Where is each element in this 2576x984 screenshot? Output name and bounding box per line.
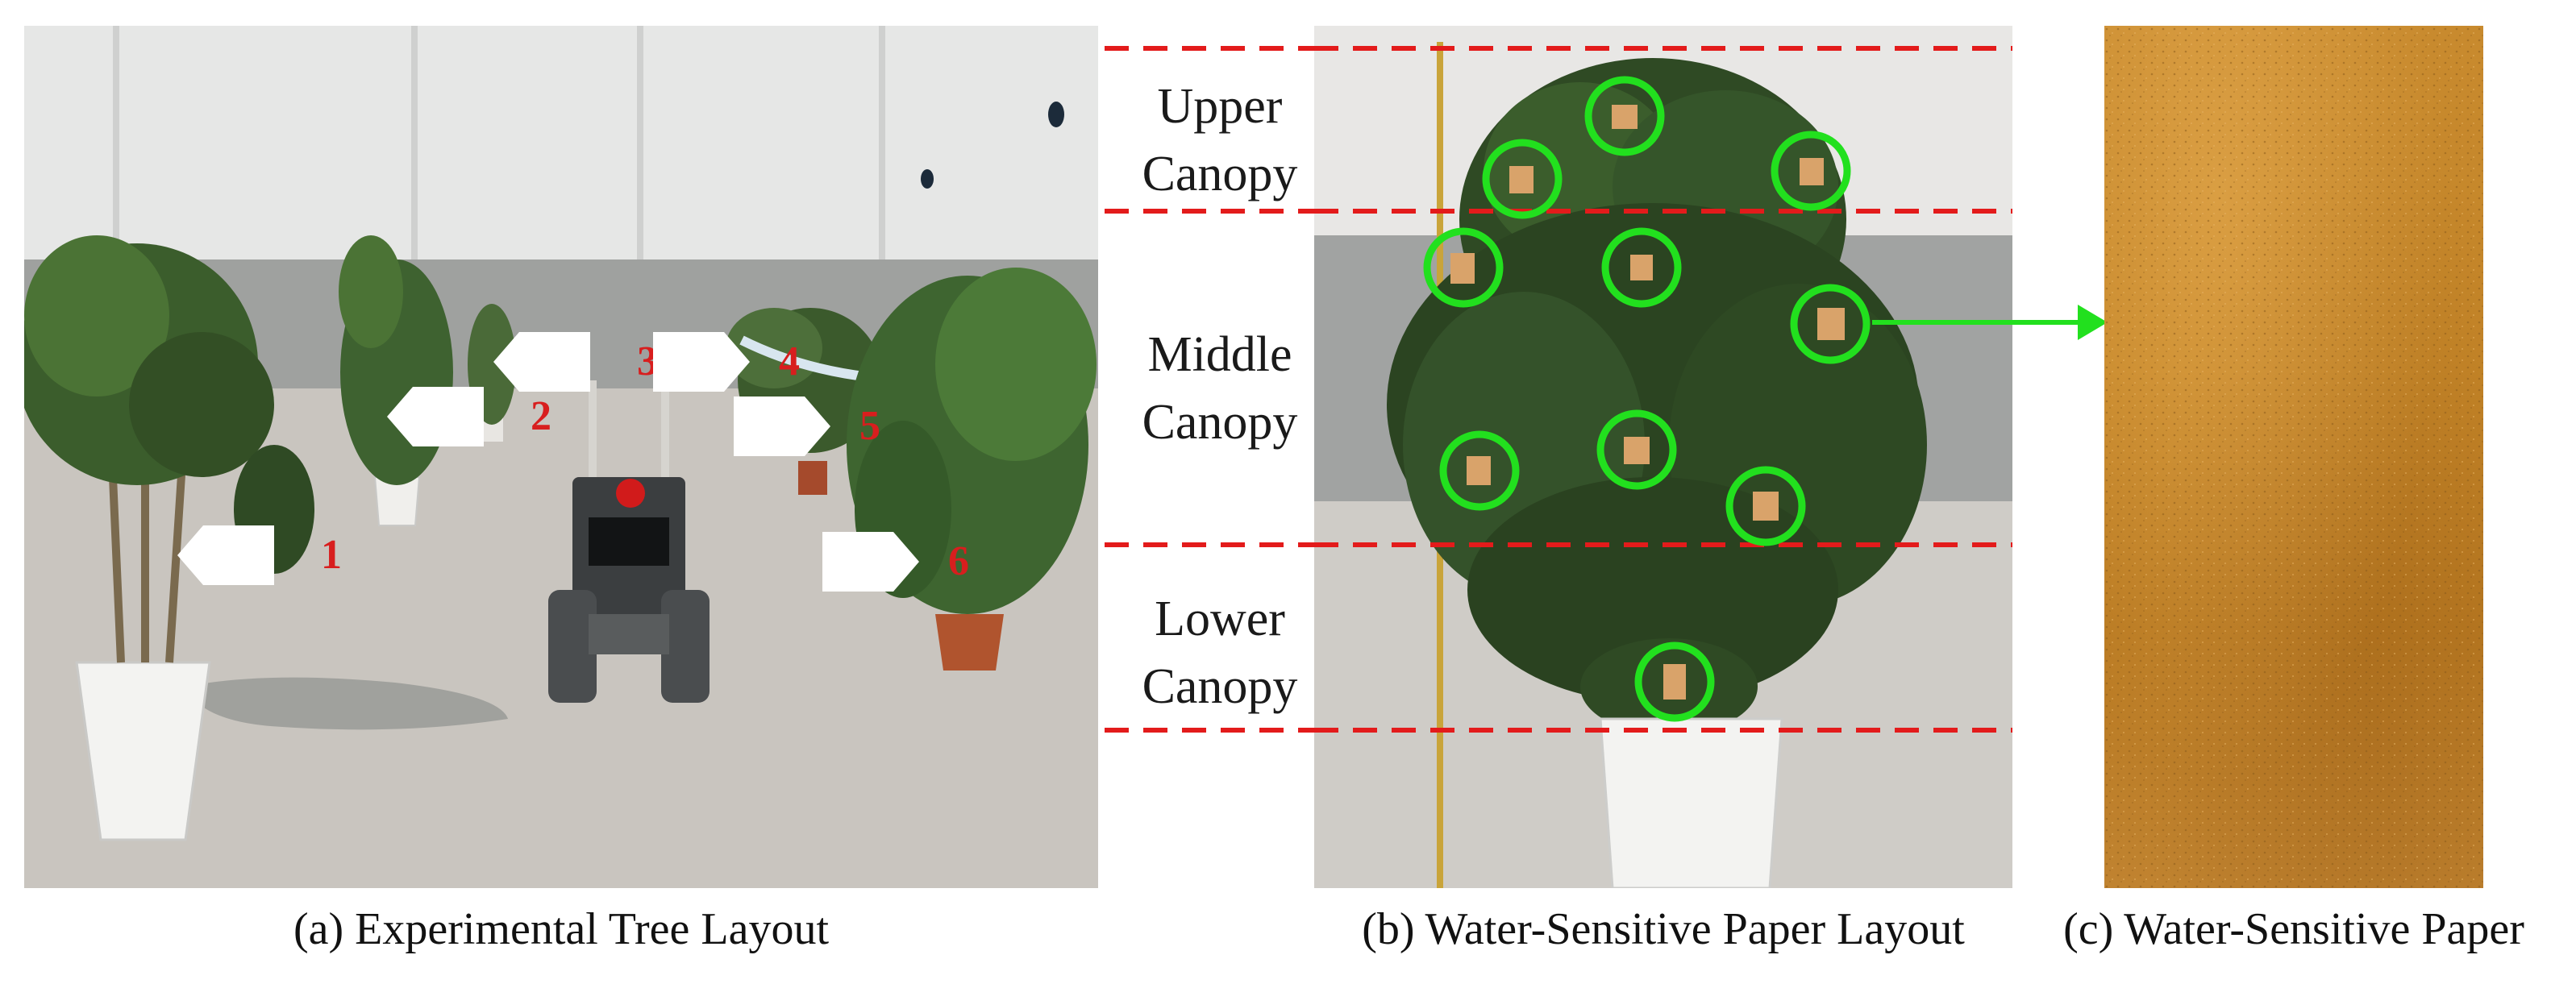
canopy-tree-scene xyxy=(1314,26,2012,888)
green-arrow-to-paper xyxy=(1872,305,2108,340)
caption-a: (a) Experimental Tree Layout xyxy=(293,904,829,954)
water-sensitive-paper-layout-photo xyxy=(1314,26,2012,888)
lower-canopy-label: Lower Canopy xyxy=(1142,592,1298,714)
upper-canopy-label: Upper Canopy xyxy=(1142,79,1298,201)
tree-marker-6: 6 xyxy=(822,532,969,592)
sprayer-robot xyxy=(548,380,710,703)
middle-canopy-label: Middle Canopy xyxy=(1142,327,1298,450)
caption-b: (b) Water-Sensitive Paper Layout xyxy=(1362,904,1965,954)
sample-point-markers xyxy=(1423,76,1871,722)
flower-pot xyxy=(1599,717,1783,888)
canopy-divider-lines-left xyxy=(1105,46,1314,733)
canopy-divider-lines xyxy=(1314,46,2012,733)
paper-texture xyxy=(2104,26,2483,888)
tree-marker-3: 3 xyxy=(493,332,658,392)
tree-marker-4: 4 xyxy=(653,332,800,392)
tree-marker-5: 5 xyxy=(734,397,880,456)
caption-c: (c) Water-Sensitive Paper xyxy=(2063,904,2524,954)
tree-marker-1: 1 xyxy=(177,525,342,585)
tree-marker-2: 2 xyxy=(387,387,551,446)
tree-layout-scene xyxy=(24,26,1098,888)
experimental-tree-layout-photo: 1 2 3 4 5 6 xyxy=(24,26,1098,888)
water-sensitive-paper-closeup xyxy=(2104,26,2483,888)
tree-1 xyxy=(24,235,314,841)
tree-6 xyxy=(847,268,1097,671)
